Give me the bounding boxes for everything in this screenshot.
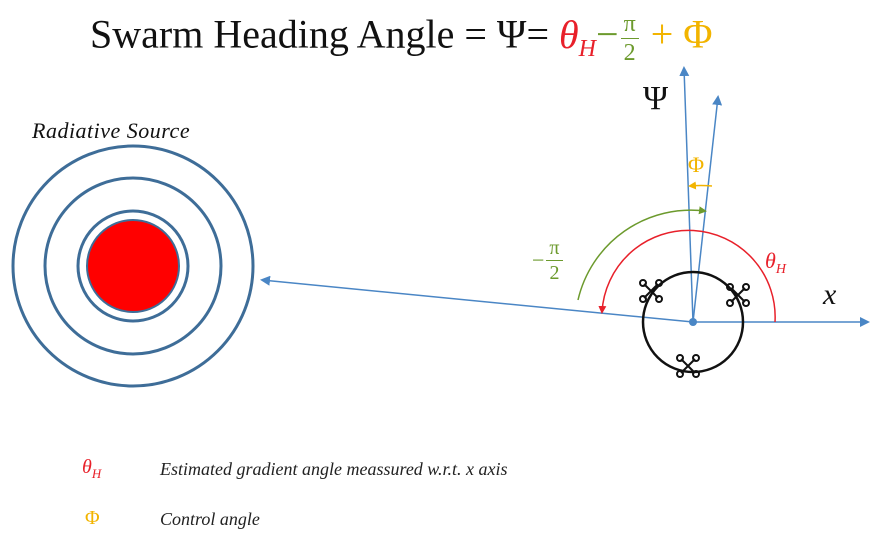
equation-theta: θH <box>559 11 597 62</box>
source-outer-ring <box>11 144 255 388</box>
equation-plus-phi: + Φ <box>650 11 713 57</box>
phi-angle-label: Φ <box>688 152 705 177</box>
legend-theta-symbol: θH <box>82 456 102 481</box>
theta-h-angle-label: θH <box>765 248 786 277</box>
source-direction-arrow <box>260 275 694 323</box>
drone-left <box>639 279 663 303</box>
drone-right <box>726 283 750 307</box>
theta-h-arc <box>598 229 776 323</box>
legend-phi-symbol: Φ <box>85 507 100 529</box>
equation-lhs: Swarm Heading Angle = Ψ= <box>90 11 550 57</box>
radiative-source-label: Radiative Source <box>32 118 191 143</box>
psi-axis-arrow <box>679 66 694 323</box>
legend-theta-text: Estimated gradient angle meassured w.r.t… <box>160 459 508 479</box>
source-core <box>86 219 180 313</box>
legend-phi-text: Control angle <box>160 509 260 529</box>
psi-axis-label: Ψ <box>643 80 669 117</box>
source-inner-ring <box>76 209 190 323</box>
half-pi-arc <box>577 206 707 301</box>
swarm-center-dot <box>689 318 697 326</box>
gradient-direction-arrow <box>692 95 723 323</box>
x-axis-label: x <box>823 278 837 311</box>
drone-bottom <box>676 354 700 378</box>
equation-minus: − <box>596 11 619 57</box>
source-middle-ring <box>43 176 223 356</box>
